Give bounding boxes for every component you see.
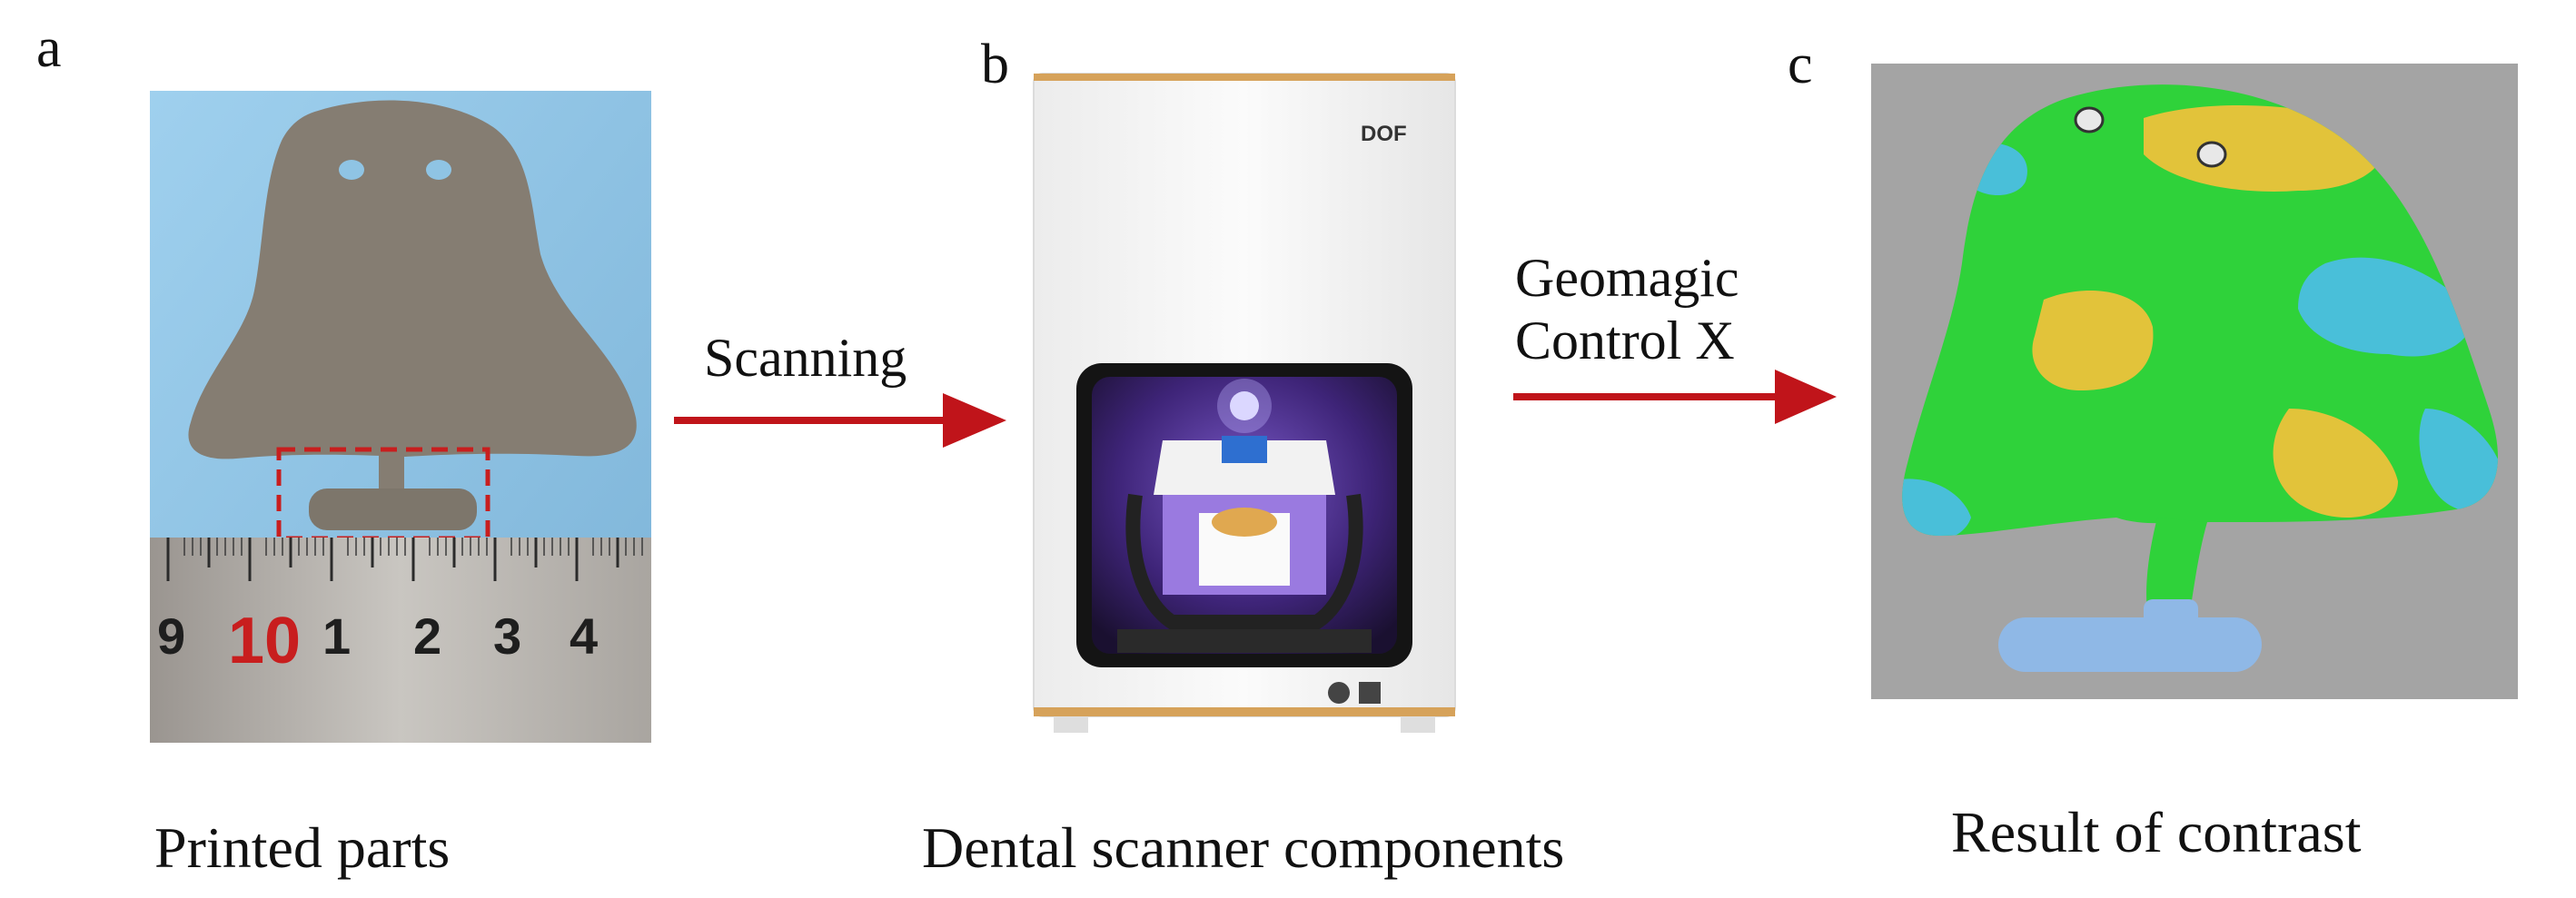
- geomagic-arrow-label: Geomagic Control X: [1515, 247, 1739, 372]
- deviation-result-render: [1871, 64, 2518, 699]
- scanning-label-line-1: Scanning: [704, 328, 907, 388]
- ruler-number-1: 1: [322, 607, 351, 665]
- printed-part-shape: [188, 100, 637, 459]
- geomagic-label-line-1: Geomagic: [1515, 248, 1739, 308]
- ruler-number-2: 2: [413, 607, 441, 665]
- ruler: [150, 538, 651, 743]
- caption-printed-parts: Printed parts: [154, 815, 451, 880]
- dental-scanner-image: DOF: [1026, 68, 1462, 740]
- panel-label-c: c: [1788, 34, 1813, 95]
- geomagic-label-line-2: Control X: [1515, 311, 1735, 370]
- scanning-arrow: [670, 389, 1011, 452]
- panel-label-b: b: [981, 34, 1009, 95]
- ruler-number-9: 9: [157, 607, 185, 665]
- printed-part-photo: 9 10 1 2 3 4: [150, 91, 651, 743]
- caption-dental-scanner: Dental scanner components: [922, 815, 1565, 880]
- scanner-logo: DOF: [1361, 122, 1407, 146]
- scanning-arrow-label: Scanning: [704, 327, 907, 390]
- panel-label-a: a: [36, 17, 62, 79]
- ruler-number-3: 3: [493, 607, 521, 665]
- t-handle: [1998, 617, 2262, 672]
- ruler-number-10: 10: [228, 605, 301, 677]
- geomagic-arrow: [1510, 365, 1841, 429]
- caption-result-of-contrast: Result of contrast: [1951, 800, 2362, 864]
- ruler-number-4: 4: [570, 607, 598, 665]
